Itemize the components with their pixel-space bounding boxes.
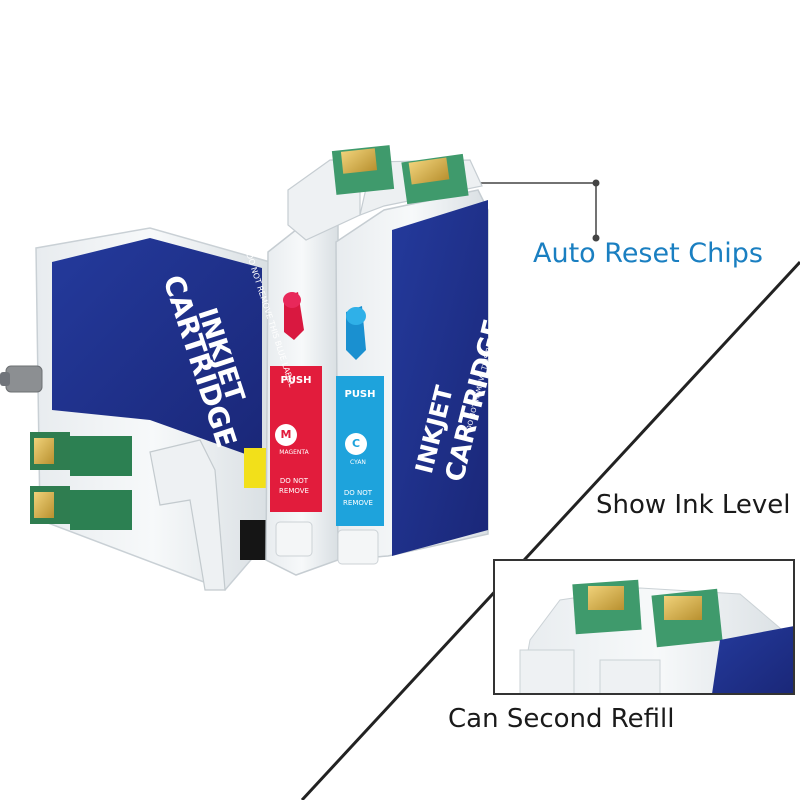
magenta-name: MAGENTA: [279, 449, 309, 456]
second-refill-label: Can Second Refill: [448, 704, 675, 734]
cyan-push: PUSH: [344, 389, 376, 400]
show-ink-label: Show Ink Level: [596, 490, 791, 520]
magenta-letter: M: [280, 428, 292, 441]
chip-right: [401, 153, 469, 205]
cyan-warning-1: DO NOT: [343, 489, 373, 497]
cyan-name: CYAN: [350, 459, 366, 466]
cyan-cartridge: [335, 159, 489, 565]
cyan-letter: C: [351, 437, 361, 450]
magenta-warning-1: DO NOT: [279, 477, 309, 485]
cyan-warning-2: REMOVE: [343, 499, 373, 507]
inset-box: [493, 559, 795, 695]
callout-connector: [468, 179, 600, 242]
auto-reset-label: Auto Reset Chips: [533, 238, 763, 269]
divider-line: [300, 260, 800, 802]
magenta-push: PUSH: [280, 375, 312, 386]
chip-left: [331, 145, 395, 195]
back-cartridge: [0, 227, 271, 591]
magenta-warning-2: REMOVE: [279, 487, 309, 495]
